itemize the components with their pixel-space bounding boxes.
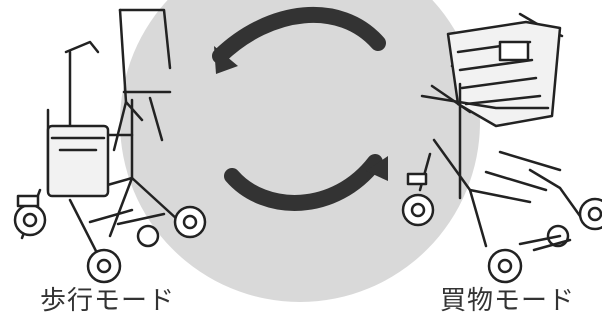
walking-mode-caption: 歩行モード [40,288,175,314]
background-circle [120,0,480,302]
shopping-mode-caption: 買物モード [440,288,575,314]
